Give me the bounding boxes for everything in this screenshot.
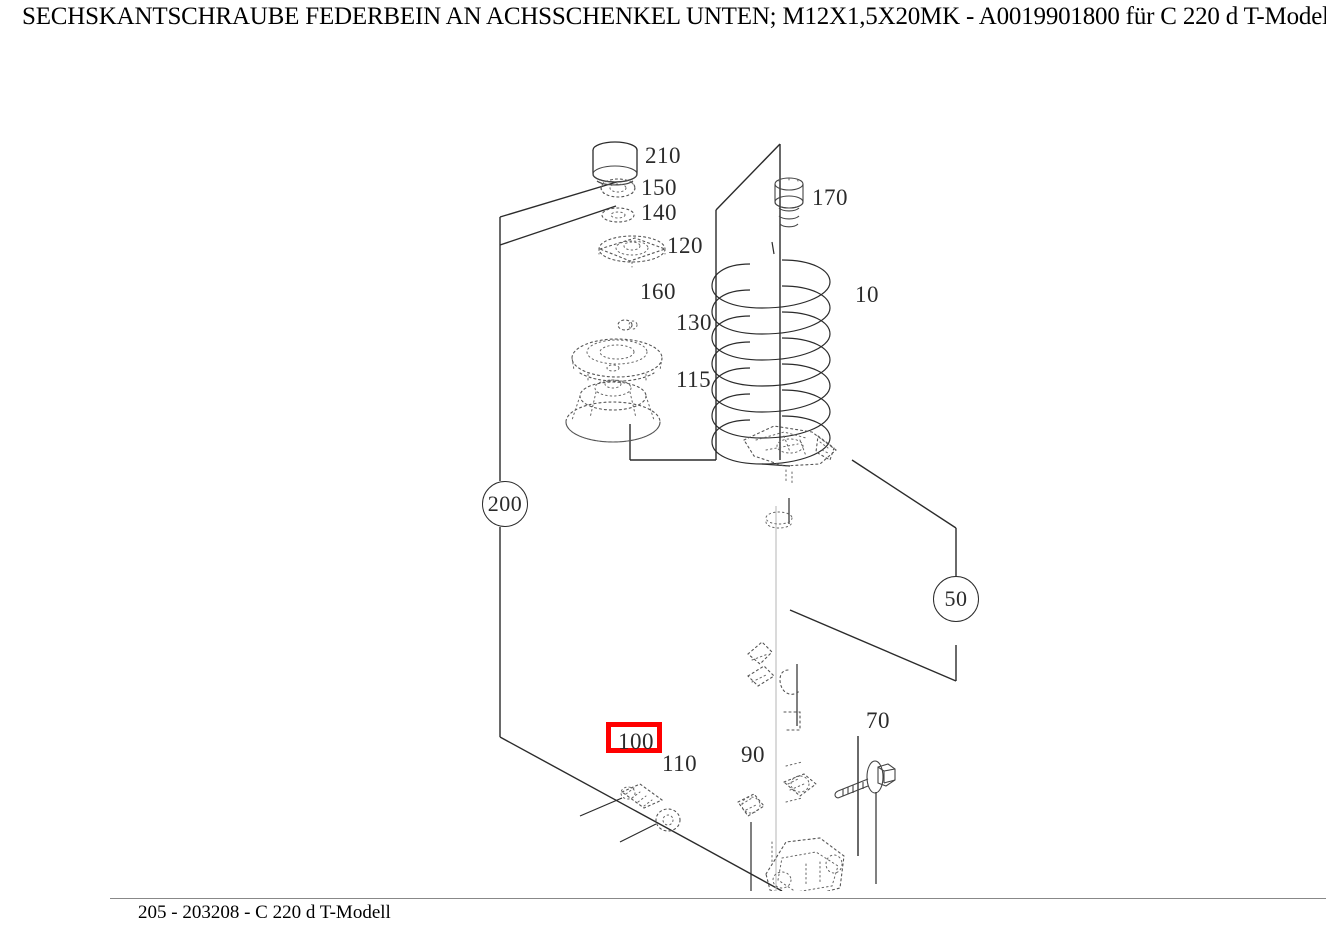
part-90-bolt — [737, 793, 765, 891]
diagram-title-bar: SECHSKANTSCHRAUBE FEDERBEIN AN ACHSSCHEN… — [0, 0, 1326, 36]
parts-diagram: .ln { fill:none; stroke:#2b2b2b; stroke-… — [0, 36, 1326, 891]
circle-callout-50[interactable]: 50 — [933, 576, 979, 622]
leader-lines-100-110 — [579, 797, 657, 843]
part-label-110[interactable]: 110 — [662, 751, 698, 776]
circle-callout-200[interactable]: 200 — [482, 481, 528, 527]
part-10-coil-spring — [711, 241, 831, 467]
part-label-170[interactable]: 170 — [812, 185, 848, 210]
part-160-bolt — [617, 319, 638, 331]
footer-model-reference: 205 - 203208 - C 220 d T-Modell — [138, 902, 391, 923]
circle-callout-200-label: 200 — [487, 491, 523, 516]
part-label-115[interactable]: 115 — [676, 367, 712, 392]
part-115-strut-mount — [565, 364, 661, 443]
leader-frame-right — [789, 459, 957, 682]
selected-part-highlight[interactable]: 100 — [606, 722, 662, 753]
part-150-nut — [600, 178, 636, 198]
bottom-enclosure — [699, 736, 859, 891]
strut-assembly-upper — [743, 425, 837, 485]
part-100-hex-bolt — [620, 783, 664, 809]
footer-divider — [110, 898, 1326, 899]
part-label-70[interactable]: 70 — [866, 708, 890, 733]
part-label-210[interactable]: 210 — [645, 143, 681, 168]
circle-callout-50-label: 50 — [944, 586, 968, 611]
part-130-spring-seat — [571, 338, 663, 382]
part-170-bump-stop — [774, 176, 804, 228]
part-210-cap — [592, 141, 638, 186]
part-label-10[interactable]: 10 — [855, 282, 879, 307]
part-label-90[interactable]: 90 — [741, 742, 765, 767]
lower-arm-detail — [782, 761, 817, 803]
strut-mid-detail — [747, 641, 801, 731]
part-140-washer — [601, 207, 635, 223]
part-label-160[interactable]: 160 — [640, 279, 676, 304]
part-label-120[interactable]: 120 — [667, 233, 703, 258]
shock-absorber-shaft — [765, 498, 793, 891]
part-label-140[interactable]: 140 — [641, 200, 677, 225]
part-label-100[interactable]: 100 — [618, 729, 654, 754]
lower-bracket-casting — [765, 837, 845, 891]
part-70-hex-flange-bolt — [834, 760, 896, 884]
part-120-bearing — [598, 235, 667, 268]
leader-frame-top-right — [629, 143, 781, 461]
page-title: SECHSKANTSCHRAUBE FEDERBEIN AN ACHSSCHEN… — [22, 3, 1326, 30]
part-110-nut — [655, 808, 681, 832]
part-label-130[interactable]: 130 — [676, 310, 712, 335]
parts-diagram-svg: .ln { fill:none; stroke:#2b2b2b; stroke-… — [499, 141, 957, 891]
leader-frame-left — [499, 180, 701, 847]
part-label-150[interactable]: 150 — [641, 175, 677, 200]
